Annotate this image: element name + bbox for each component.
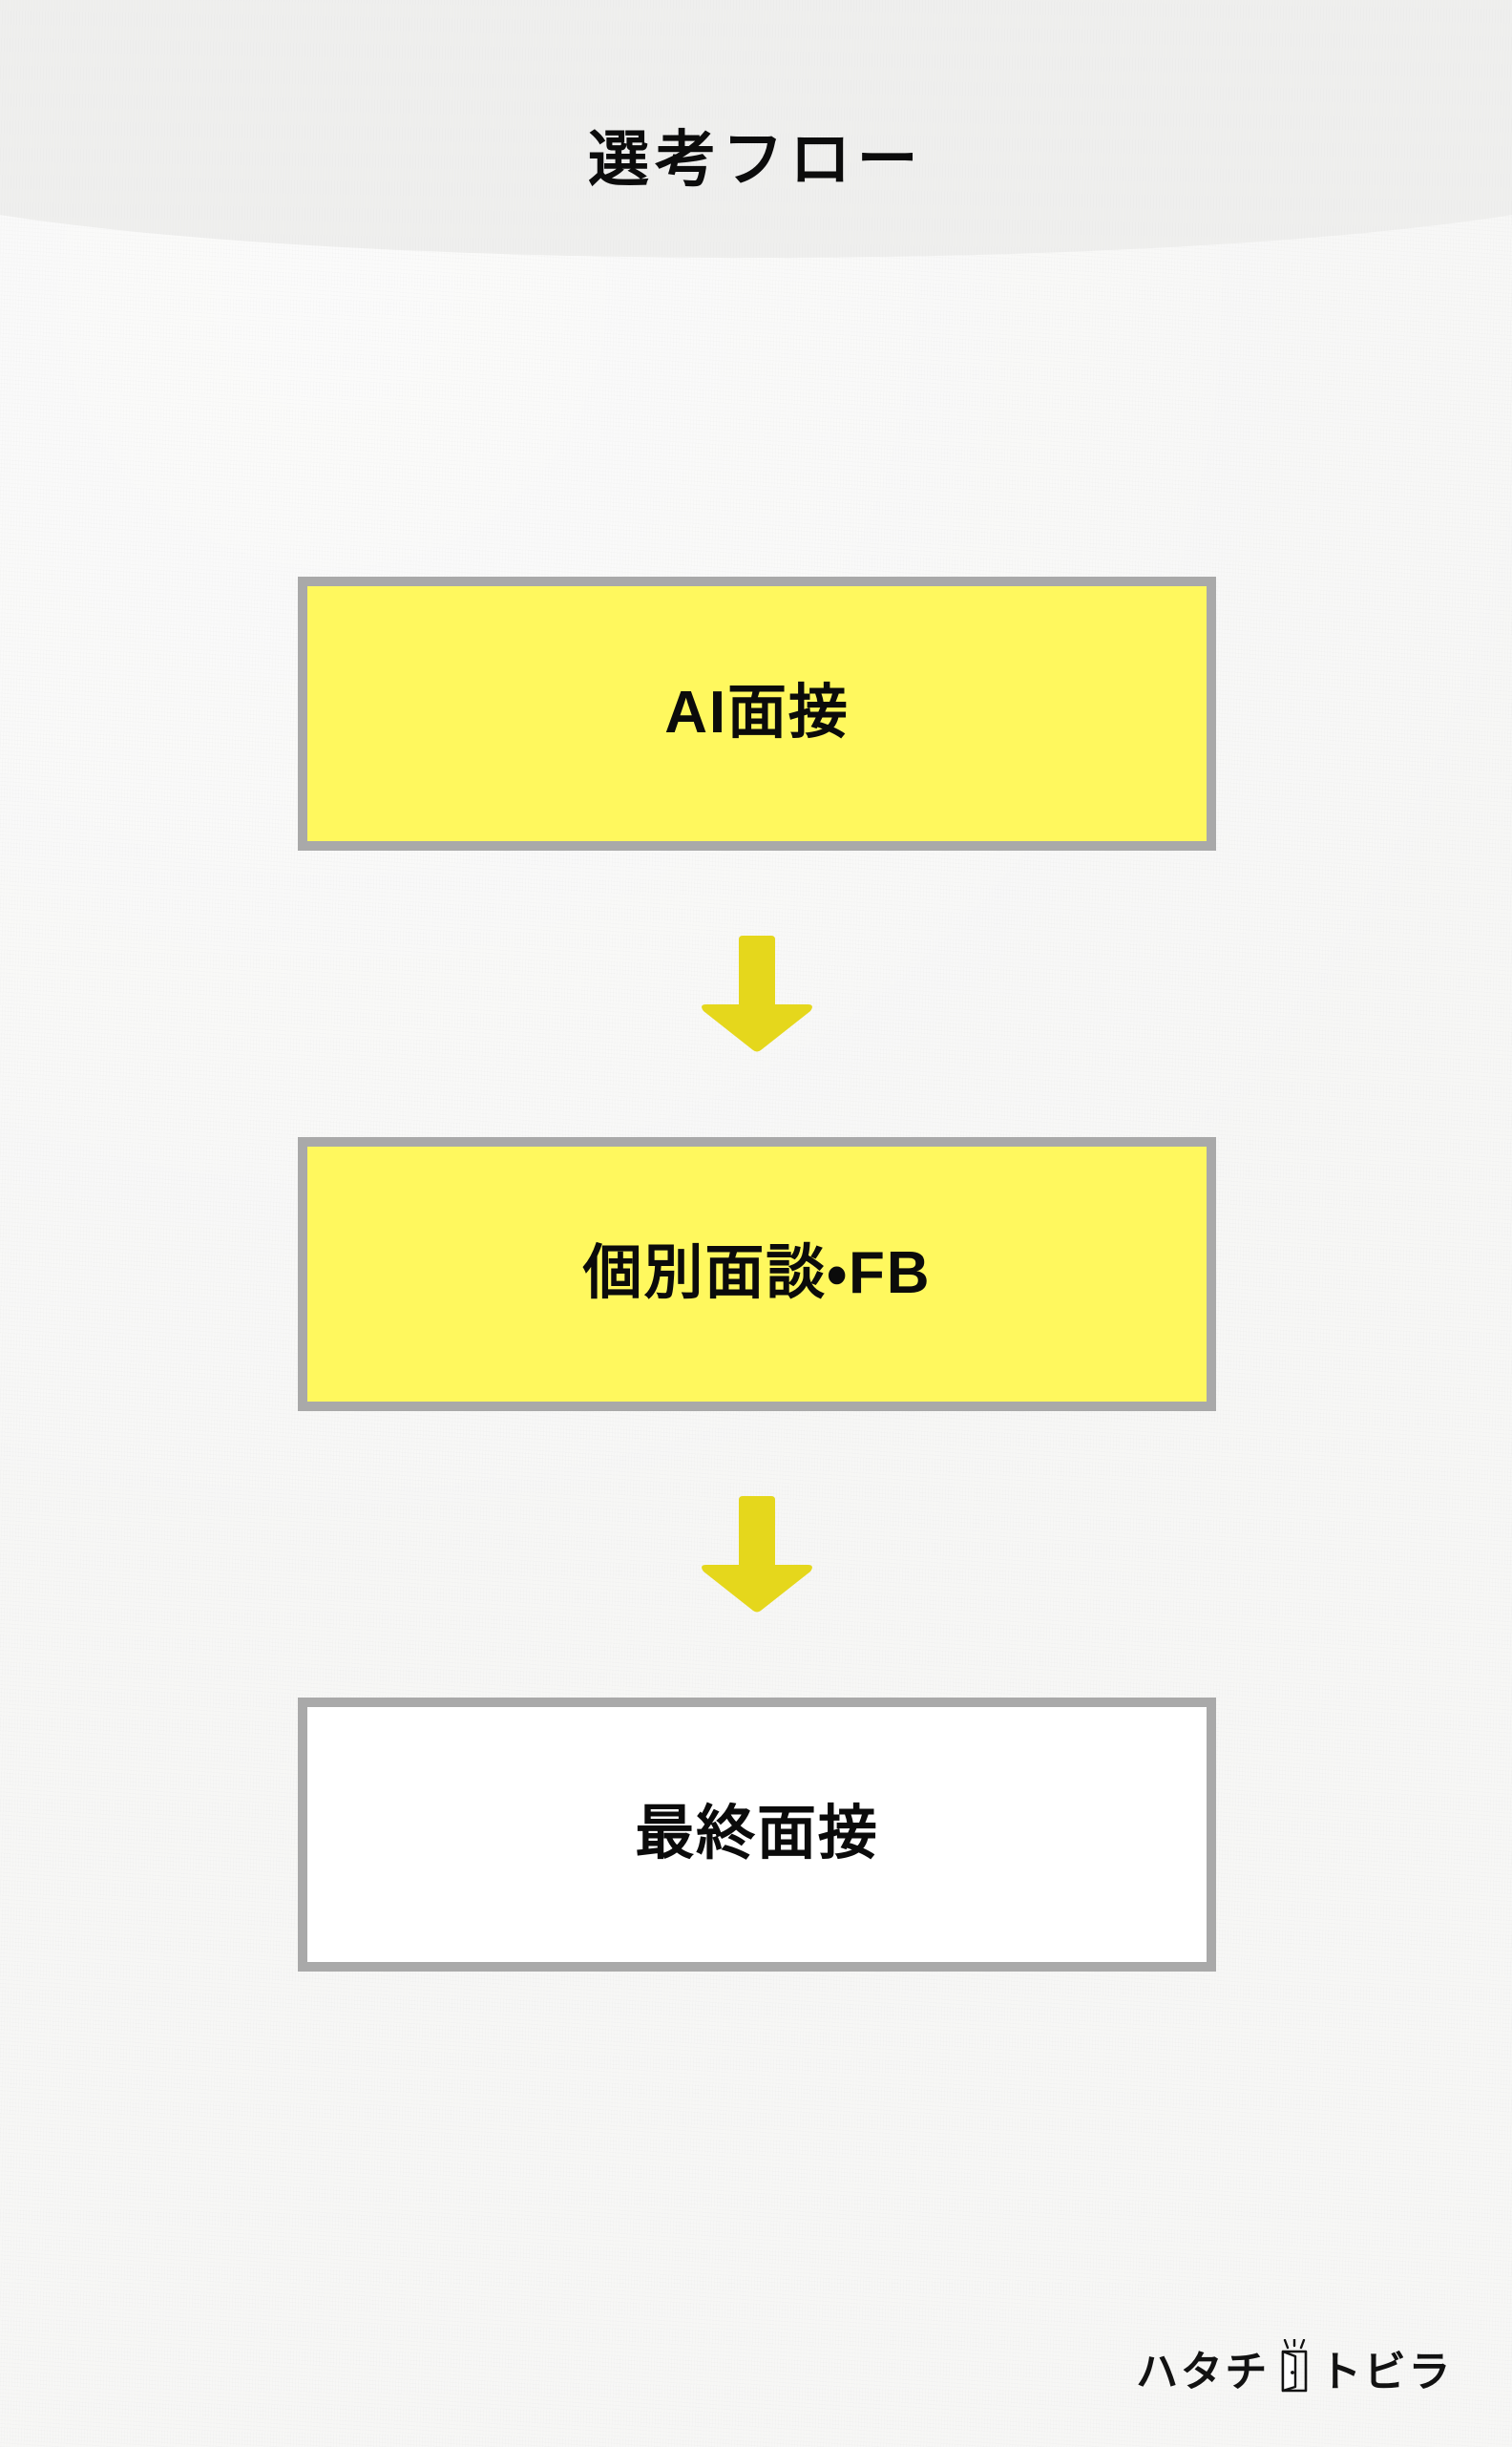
down-arrow-icon (702, 936, 812, 1052)
flow-step-label: 最終面接 (635, 1801, 879, 1867)
flow-step-individual-interview[interactable]: 個別面談・FB (298, 1137, 1216, 1411)
selection-flow-diagram: AI面接 個別面談・FB 最終面接 (298, 577, 1216, 1972)
flow-step-final-interview[interactable]: 最終面接 (298, 1698, 1216, 1972)
brand-logo-text-right: トビラ (1319, 2349, 1453, 2395)
flow-connector-1 (298, 851, 1216, 1137)
flow-step-label: AI面接 (664, 680, 850, 747)
brand-logo[interactable]: ハタチ トビラ (1136, 2339, 1453, 2394)
flow-connector-2 (298, 1411, 1216, 1698)
flow-step-label: 個別面談・FB (582, 1240, 932, 1307)
page-title: 選考フロー (588, 124, 924, 194)
down-arrow-icon (702, 1496, 812, 1613)
brand-logo-text-left: ハタチ (1136, 2349, 1270, 2395)
flow-step-ai-interview[interactable]: AI面接 (298, 577, 1216, 851)
door-icon (1281, 2339, 1308, 2393)
